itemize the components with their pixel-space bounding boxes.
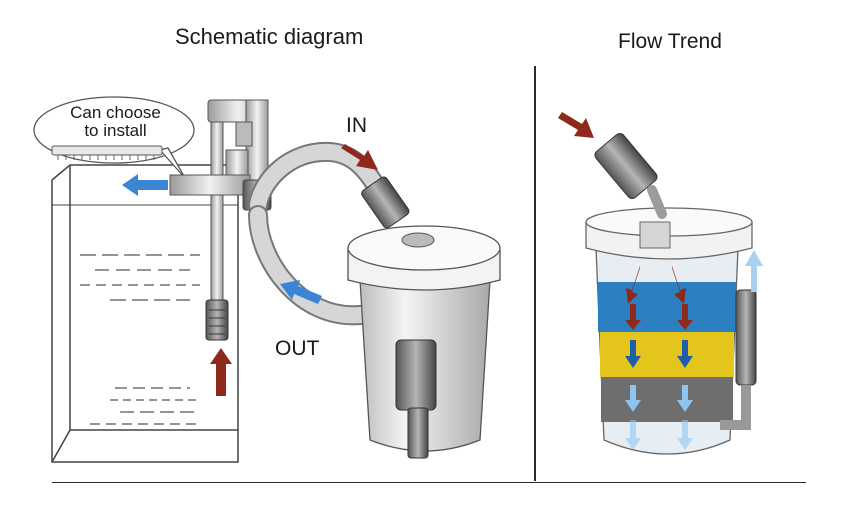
layer-yellow — [600, 332, 734, 377]
water-lines — [80, 254, 200, 425]
arrow-flow-up-icon — [745, 250, 763, 292]
aquarium-tank — [51, 164, 239, 463]
callout-text: Can choose to install — [58, 104, 173, 140]
flow-arrows-blue — [625, 340, 693, 368]
flow-canister — [585, 132, 757, 455]
flow-arrows-light — [625, 385, 693, 450]
out-label: OUT — [275, 337, 320, 360]
arrow-out-icon — [280, 280, 322, 304]
arrow-return-icon — [122, 174, 168, 196]
schematic-title: Schematic diagram — [175, 24, 364, 49]
flow-trend-title: Flow Trend — [618, 30, 722, 53]
flow-arrows-red — [625, 266, 693, 330]
arrow-in-icon — [341, 144, 378, 170]
callout-line-2: to install — [84, 121, 147, 140]
section-divider — [534, 66, 536, 481]
arrow-flow-in-icon — [558, 112, 594, 138]
bottom-rule — [52, 482, 806, 483]
layer-blue — [598, 282, 736, 332]
canister-filter — [347, 176, 501, 459]
in-label: IN — [346, 114, 367, 137]
layer-gray — [601, 377, 733, 422]
arrow-intake-icon — [210, 348, 232, 396]
callout-bubble — [33, 96, 195, 179]
callout-line-1: Can choose — [70, 103, 161, 122]
